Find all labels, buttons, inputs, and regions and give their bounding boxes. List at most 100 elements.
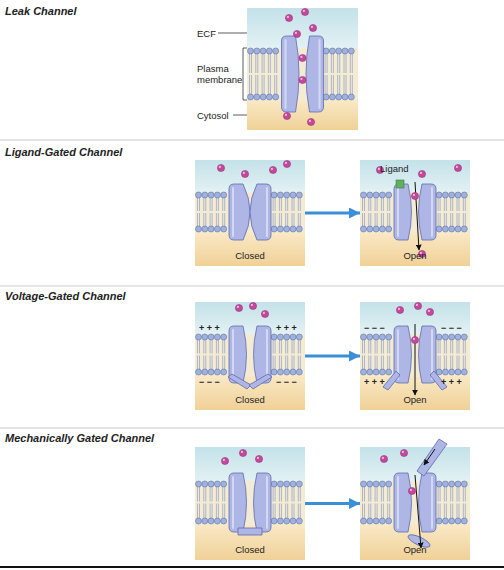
lipid-tail [262, 53, 264, 95]
lipid-head [442, 518, 448, 524]
lipid-head [367, 192, 373, 198]
lipid-head [455, 192, 461, 198]
lipid-tail [198, 339, 200, 370]
ion [293, 30, 300, 37]
cell-panel [195, 160, 305, 266]
lipid-head [373, 334, 379, 340]
charge-sign: − − − [364, 323, 394, 333]
cell-panel [360, 160, 470, 266]
lipid-tail [463, 486, 465, 519]
channel-highlight [431, 330, 433, 379]
lipid-head [379, 226, 385, 232]
lipid-head [367, 369, 373, 375]
ion [283, 160, 290, 167]
flow-arrow [415, 475, 421, 548]
transition-arrow [305, 502, 360, 505]
lipid-head [373, 518, 379, 524]
lipid-tail [273, 486, 275, 519]
lipid-head [436, 226, 442, 232]
lipid-tail [375, 197, 377, 227]
lipid-head [361, 334, 367, 340]
lipid-head [254, 94, 260, 100]
lipid-head [221, 226, 227, 232]
lipid-head [386, 369, 392, 375]
channel-subunit [419, 473, 437, 532]
lipid-tail [463, 197, 465, 227]
lipid-head [221, 192, 227, 198]
lipid-head [323, 94, 329, 100]
gate-flap [228, 374, 251, 389]
lipid-head [196, 518, 202, 524]
lipid-tail [438, 486, 440, 519]
lipid-head [455, 226, 461, 232]
lipid-head [290, 226, 296, 232]
lipid-head [461, 518, 467, 524]
lipid-head [196, 226, 202, 232]
lipid-tail [256, 53, 258, 95]
lipid-head [367, 481, 373, 487]
transition-arrow [305, 212, 360, 215]
lipid-tail [250, 53, 252, 95]
stretch-rod [417, 439, 447, 476]
channel-state-panel: Closed [195, 302, 305, 410]
lipid-head [290, 192, 296, 198]
lipid-head [436, 518, 442, 524]
lipid-head [202, 226, 208, 232]
lipid-head [373, 369, 379, 375]
ion [307, 118, 314, 125]
section-heading: Ligand-Gated Channel [5, 146, 185, 159]
lipid-head [208, 481, 214, 487]
lipid-head [361, 192, 367, 198]
state-label: Open [360, 394, 470, 405]
channel-highlight [397, 477, 399, 528]
lipid-head [196, 481, 202, 487]
channel-state-panel: Open [360, 160, 470, 266]
cell-panel [195, 302, 305, 410]
lipid-tail [292, 197, 294, 227]
charge-sign: + + + [364, 377, 394, 387]
ion [411, 336, 418, 343]
lipid-head [367, 334, 373, 340]
part-label: Ligand [380, 163, 420, 174]
lipid-tail [292, 486, 294, 519]
lipid-head [361, 226, 367, 232]
lipid-head [290, 369, 296, 375]
lipid-tail [286, 339, 288, 370]
ion [285, 14, 292, 21]
extracellular-fluid [195, 447, 305, 481]
lipid-head [436, 334, 442, 340]
lipid-head [248, 94, 254, 100]
ion [235, 304, 242, 311]
ion [239, 449, 246, 456]
ion [454, 164, 461, 171]
lipid-tail [444, 339, 446, 370]
lipid-head [290, 518, 296, 524]
membrane-core [195, 481, 305, 524]
lipid-head [273, 94, 279, 100]
lipid-head [461, 334, 467, 340]
lipid-head [455, 518, 461, 524]
channel-highlight [431, 477, 433, 528]
lipid-head [379, 369, 385, 375]
channel-highlight [266, 330, 268, 379]
ion [299, 76, 306, 83]
section-divider [0, 428, 504, 429]
lipid-head [214, 334, 220, 340]
charge-sign: − − − [276, 377, 306, 387]
lipid-head [336, 48, 342, 54]
cell-panel [195, 447, 305, 560]
lipid-head [436, 192, 442, 198]
lipid-head [367, 518, 373, 524]
lipid-head [284, 518, 290, 524]
lipid-head [273, 48, 279, 54]
region-label: Cytosol [197, 110, 237, 121]
lipid-head [290, 481, 296, 487]
charge-sign: + + + [199, 323, 229, 333]
lipid-tail [198, 486, 200, 519]
lipid-tail [344, 53, 346, 95]
lipid-head [271, 226, 277, 232]
extracellular-fluid [195, 160, 305, 192]
cell-panel [360, 302, 470, 410]
charge-sign: − − − [199, 377, 229, 387]
